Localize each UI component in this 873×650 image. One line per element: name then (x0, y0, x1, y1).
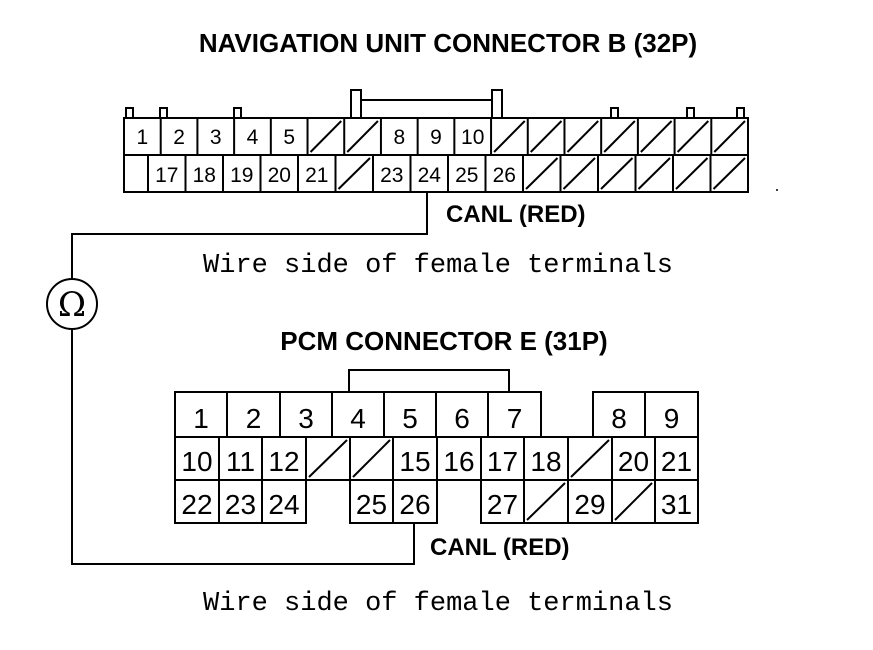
pin-label: 24 (418, 164, 442, 187)
pin-label: 25 (356, 489, 387, 520)
pin-label: 17 (487, 446, 518, 477)
empty-cavity-slash (337, 157, 371, 190)
pin-label: 9 (664, 403, 680, 434)
empty-cavity-slash (352, 439, 391, 478)
ohm-symbol: Ω (58, 285, 86, 325)
probe-wire-e (71, 328, 415, 565)
pin-label: 1 (193, 403, 209, 434)
pin-label: 15 (399, 446, 430, 477)
empty-cavity-slash (614, 482, 653, 521)
terminal-cell (349, 479, 394, 524)
pin-label: 29 (574, 489, 605, 520)
pin-label: 10 (181, 446, 212, 477)
empty-cavity-slash (562, 157, 596, 190)
terminal-cell (174, 436, 220, 481)
empty-cavity-slash (600, 157, 634, 190)
terminal-cell (174, 479, 220, 524)
pin-label: 4 (247, 126, 259, 149)
pin-label: 8 (393, 126, 405, 149)
terminal-cell (218, 479, 263, 524)
pin-label: 4 (350, 403, 366, 434)
connector-b-probe-label: CANL (RED) (446, 201, 586, 228)
empty-cavity-slash (530, 120, 563, 153)
pin-label: 2 (173, 126, 185, 149)
pin-label: 3 (298, 403, 314, 434)
terminal-cell (174, 391, 228, 438)
pin-label: 10 (461, 126, 484, 149)
terminal-cell (567, 479, 613, 524)
empty-cavity-slash (493, 120, 526, 153)
connector-e-lock (348, 369, 510, 392)
pin-label: 11 (226, 446, 255, 477)
pin-label: 20 (618, 446, 649, 477)
connector-e-caption: Wire side of female terminals (203, 589, 673, 619)
pin-label: 24 (268, 489, 299, 520)
stray-dot (776, 189, 778, 191)
empty-cavity-slash (712, 157, 746, 190)
empty-cavity-slash (713, 120, 746, 153)
pin-label: 26 (399, 489, 430, 520)
pin-label: 19 (230, 164, 253, 187)
terminal-cell (436, 436, 482, 481)
pin-label: 20 (268, 164, 291, 187)
terminal-cell (261, 479, 307, 524)
pin-label: 7 (507, 403, 523, 434)
empty-cavity-slash (526, 482, 566, 521)
connector-b-caption: Wire side of female terminals (203, 251, 673, 281)
empty-cavity-slash (346, 120, 379, 153)
pin-label: 9 (430, 126, 442, 149)
pin-label: 25 (455, 164, 478, 187)
terminal-cell (654, 479, 699, 524)
connector-b-title: NAVIGATION UNIT CONNECTOR B (32P) (199, 28, 697, 58)
pin-label: 18 (530, 446, 561, 477)
pin-label: 21 (661, 446, 692, 477)
empty-cavity-slash (640, 120, 673, 153)
pin-label: 2 (246, 403, 262, 434)
pin-label: 8 (611, 403, 627, 434)
pin-label: 5 (402, 403, 418, 434)
pin-label: 31 (661, 489, 692, 520)
pin-label: 23 (380, 164, 403, 187)
pin-label: 17 (155, 164, 178, 187)
empty-cavity-slash (309, 120, 342, 153)
pin-label: 22 (181, 489, 212, 520)
empty-cavity-slash (603, 120, 636, 153)
terminal-cell (435, 391, 489, 438)
pin-label: 12 (268, 446, 299, 477)
pin-label: 27 (487, 489, 518, 520)
pin-label: 5 (283, 126, 295, 149)
empty-cavity-slash (308, 439, 348, 478)
connector-e-probe-label: CANL (RED) (430, 534, 570, 561)
terminal-cell (487, 391, 542, 438)
terminal-cell (383, 391, 437, 438)
pin-label: 3 (210, 126, 222, 149)
empty-cavity-slash (566, 120, 599, 153)
connector-e-title: PCM CONNECTOR E (31P) (280, 326, 607, 356)
terminal-cell (261, 436, 307, 481)
empty-cavity-slash (676, 120, 710, 153)
ohmmeter-icon (46, 278, 98, 330)
pin-label: 1 (137, 126, 149, 149)
terminal-cell (331, 391, 385, 438)
pin-label: 18 (193, 164, 216, 187)
empty-cavity-slash (675, 157, 709, 190)
pin-label: 16 (443, 446, 474, 477)
terminal-cell (392, 436, 438, 481)
pin-label: 21 (305, 164, 328, 187)
pin-label: 23 (225, 489, 256, 520)
pin-label: 6 (454, 403, 470, 434)
terminal-cell (226, 391, 281, 438)
connector-b-lock-left (350, 89, 362, 121)
connector-b-lock-right (491, 89, 503, 121)
probe-wire-b (71, 192, 428, 280)
empty-cavity-slash (570, 439, 610, 478)
terminal-cell (480, 479, 525, 524)
empty-cavity-slash (525, 157, 559, 190)
empty-cavity-slash (637, 157, 671, 190)
pin-label: 26 (493, 164, 516, 187)
